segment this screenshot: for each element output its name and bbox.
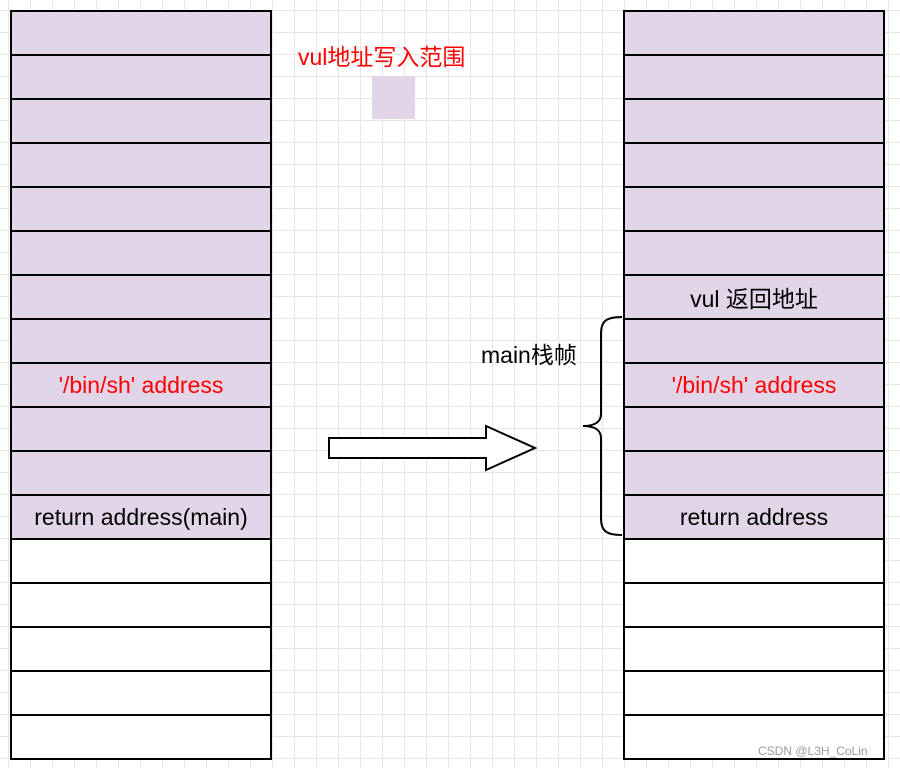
- left-stack-slot-7: [10, 318, 272, 362]
- transition-arrow: [328, 424, 538, 472]
- left-stack-slot-9: [10, 406, 272, 450]
- legend-label: vul地址写入范围: [298, 44, 466, 70]
- right-stack: vul 返回地址 '/bin/sh' address return address: [623, 10, 885, 760]
- right-stack-slot-11: return address: [623, 494, 885, 538]
- watermark: CSDN @L3H_CoLin: [758, 744, 868, 758]
- right-stack-slot-8: '/bin/sh' address: [623, 362, 885, 406]
- left-stack-slot-14: [10, 626, 272, 670]
- right-stack-slot-14: [623, 626, 885, 670]
- left-stack-slot-5: [10, 230, 272, 274]
- main-frame-brace: [582, 316, 623, 536]
- main-frame-label: main栈帧: [481, 342, 577, 368]
- left-stack-slot-15: [10, 670, 272, 714]
- right-stack-slot-4: [623, 186, 885, 230]
- legend-swatch: [372, 76, 415, 119]
- right-stack-slot-3: [623, 142, 885, 186]
- right-stack-slot-13: [623, 582, 885, 626]
- right-stack-slot-16: [623, 714, 885, 758]
- left-stack-slot-0: [10, 10, 272, 54]
- right-stack-slot-2: [623, 98, 885, 142]
- right-stack-slot-5: [623, 230, 885, 274]
- left-stack-slot-1: [10, 54, 272, 98]
- left-stack-slot-10: [10, 450, 272, 494]
- left-stack-slot-6: [10, 274, 272, 318]
- left-stack-slot-12: [10, 538, 272, 582]
- left-stack-slot-8: '/bin/sh' address: [10, 362, 272, 406]
- left-stack-slot-4: [10, 186, 272, 230]
- left-stack: '/bin/sh' address return address(main): [10, 10, 272, 760]
- left-stack-slot-11: return address(main): [10, 494, 272, 538]
- right-stack-slot-9: [623, 406, 885, 450]
- right-stack-slot-15: [623, 670, 885, 714]
- left-stack-slot-2: [10, 98, 272, 142]
- right-stack-slot-7: [623, 318, 885, 362]
- right-stack-slot-10: [623, 450, 885, 494]
- left-stack-slot-3: [10, 142, 272, 186]
- right-stack-slot-6: vul 返回地址: [623, 274, 885, 318]
- right-stack-slot-1: [623, 54, 885, 98]
- left-stack-slot-16: [10, 714, 272, 758]
- left-stack-slot-13: [10, 582, 272, 626]
- right-stack-slot-12: [623, 538, 885, 582]
- right-stack-slot-0: [623, 10, 885, 54]
